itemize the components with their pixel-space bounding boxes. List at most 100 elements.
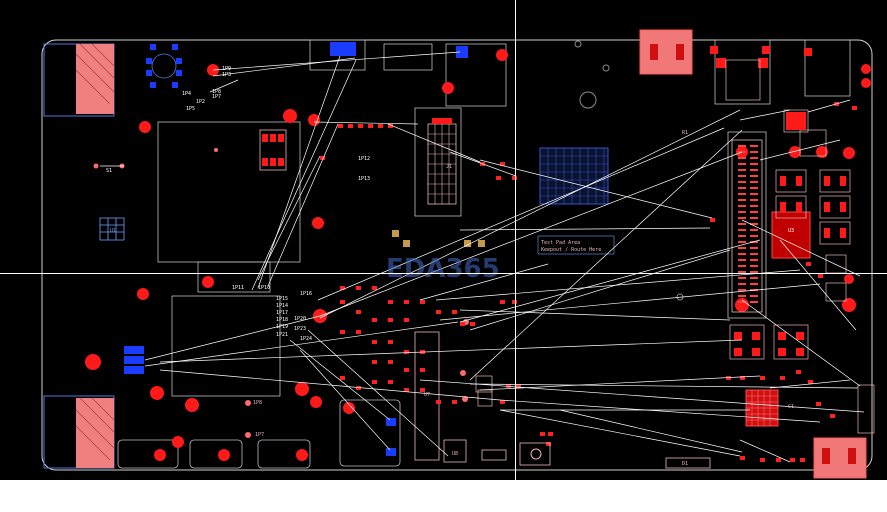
ratsnest-line (307, 329, 449, 457)
ratsnest-line (439, 283, 821, 321)
test-point-label: 1P8 (212, 89, 221, 95)
smd-pad (790, 458, 795, 462)
smd-pad (388, 380, 393, 384)
btn-outline (309, 39, 366, 71)
smd-pad (340, 330, 345, 334)
right-pads (710, 46, 846, 356)
smd-pad (500, 300, 505, 304)
status-strip (0, 480, 887, 512)
ratsnest-line (449, 151, 517, 177)
blue-transistor[interactable] (146, 44, 182, 88)
smd-pad (388, 340, 393, 344)
test-point-label: 1P17 (276, 310, 288, 316)
left-connector-top[interactable] (43, 43, 115, 117)
right-components[interactable] (729, 109, 875, 434)
test-point-label: 1P5 (186, 106, 195, 112)
smd-pad (436, 400, 441, 404)
bottom-connector-1[interactable] (813, 437, 867, 479)
note-line-2: Keepout / Route Here (541, 247, 601, 253)
ratsnest-line (469, 383, 859, 389)
ratsnest-line (159, 369, 501, 401)
smd-pad (420, 368, 425, 372)
smd-pad (356, 310, 361, 314)
ratsnest-line (212, 51, 461, 71)
test-point-label: 1P15 (276, 296, 288, 302)
chip-outline (414, 331, 440, 461)
ratsnest-line (435, 269, 801, 301)
pad-group-3 (257, 439, 311, 469)
label-c1: C1 (788, 404, 794, 410)
ratsnest-line (257, 155, 321, 281)
smd-pad (372, 380, 377, 384)
smd-pad (340, 376, 345, 380)
ratsnest-line (479, 159, 713, 219)
ratsnest-line (144, 315, 321, 361)
pad-group-4 (339, 399, 401, 467)
blue-pad-2[interactable] (386, 448, 396, 456)
smd-pad (710, 218, 715, 222)
ratsnest-line (807, 99, 851, 113)
label-s1: S1 (106, 168, 112, 174)
smd-pad (320, 156, 325, 160)
board-outline (41, 39, 873, 471)
smd-pad (808, 380, 813, 384)
ratsnest-line (499, 399, 821, 423)
ratsnest-line (299, 349, 391, 451)
smd-pad (404, 350, 409, 354)
pcb-layout[interactable]: U3 (0, 0, 887, 480)
pad-group-1 (117, 439, 179, 469)
ratsnest-line (741, 219, 861, 277)
ratsnest-line (469, 249, 731, 331)
grid-component[interactable] (99, 217, 125, 241)
blue-led[interactable] (456, 46, 468, 58)
smd-pad (796, 370, 801, 374)
ic-u1[interactable] (259, 129, 287, 171)
gold-pads (392, 230, 485, 247)
smd-pad (388, 318, 393, 322)
bga-chip[interactable] (745, 389, 779, 427)
smd-pad (460, 322, 465, 326)
smd-pad (372, 360, 377, 364)
ratsnest-line (319, 109, 741, 319)
blue-button[interactable] (330, 42, 356, 56)
long-header[interactable] (731, 139, 763, 313)
pad-group-2 (189, 439, 243, 469)
hatched-region (539, 147, 609, 205)
test-point-label: 1P21 (276, 332, 288, 338)
smd-pad (436, 310, 441, 314)
blue-pad-1[interactable] (386, 418, 396, 426)
test-point-label: 1P13 (358, 176, 370, 182)
smd-pad (340, 300, 345, 304)
crystal-outline (445, 43, 507, 107)
smd-pad (388, 300, 393, 304)
ratsnest-lines (100, 51, 865, 463)
smd-pad (358, 124, 363, 128)
pcb-canvas[interactable]: U3 (0, 0, 887, 480)
top-connector-1[interactable] (639, 29, 693, 75)
center-connector[interactable] (427, 118, 457, 205)
blue-connector-left[interactable] (124, 346, 144, 374)
ratsnest-line (419, 379, 865, 413)
ratsnest-line (499, 409, 741, 457)
test-point-label: 1P7 (212, 94, 221, 100)
label-r1: R1 (682, 130, 688, 136)
ratsnest-line (769, 379, 851, 389)
label-u8: U8 (452, 451, 458, 457)
ratsnest-line (779, 239, 857, 331)
label-tp-a: 1P8 (253, 400, 262, 406)
smd-pad (338, 124, 343, 128)
ratsnest-line (741, 299, 861, 387)
small-outline (197, 261, 271, 293)
smd-pad (540, 432, 545, 436)
left-connector-bottom[interactable] (43, 395, 115, 469)
ratsnest-line (159, 339, 743, 363)
test-point-label: 1P3 (222, 72, 231, 78)
ic-u3[interactable]: U3 (771, 211, 811, 259)
test-point-label: 1P2 (196, 99, 205, 105)
test-point-label: 1P14 (276, 303, 288, 309)
label-d1: D1 (682, 461, 688, 467)
test-point-label: 1P4 (182, 91, 191, 97)
usb-body (725, 59, 761, 101)
ratsnest-line (759, 139, 841, 161)
jack-outline (804, 39, 851, 97)
